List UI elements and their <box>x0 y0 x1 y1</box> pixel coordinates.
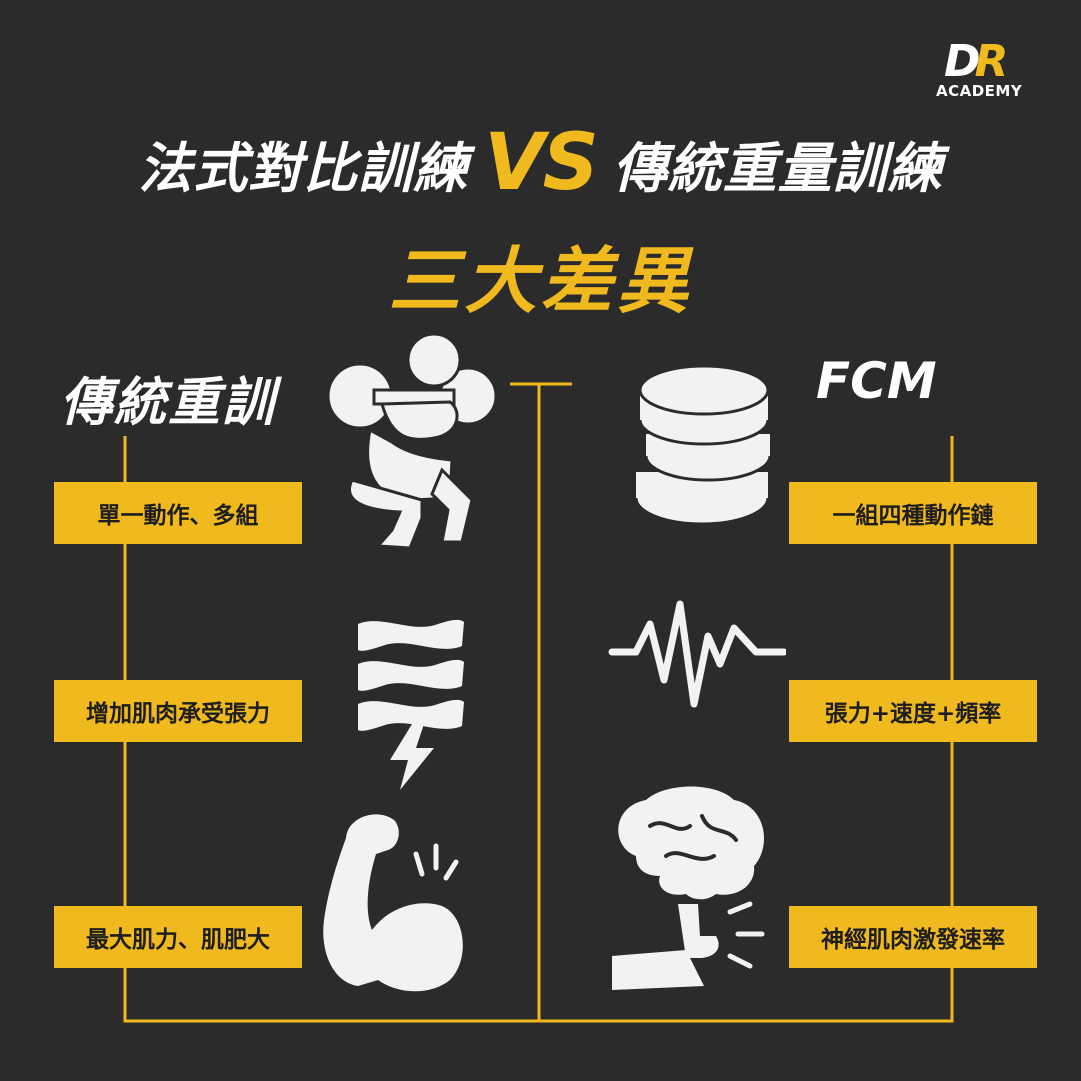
title-vs: VS <box>484 118 599 208</box>
right-item-3: 神經肌肉激發速率 <box>789 906 1037 968</box>
right-column-heading: FCM <box>816 352 937 410</box>
stack-icon <box>634 364 772 526</box>
title-right: 傳統重量訓練 <box>612 136 943 200</box>
title-left: 法式對比訓練 <box>138 136 469 200</box>
left-item-2: 增加肌肉承受張力 <box>54 680 302 742</box>
tension-icon <box>358 619 464 790</box>
logo-mark: DR <box>944 36 1008 87</box>
brand-logo: DR ACADEMY <box>936 36 1046 101</box>
left-column-heading: 傳統重訓 <box>60 373 277 433</box>
left-item-1: 單一動作、多組 <box>54 482 302 544</box>
brain-hand-icon <box>612 786 765 990</box>
logo-subtitle: ACADEMY <box>936 82 1023 100</box>
pulse-icon <box>608 600 786 708</box>
page-subtitle: 三大差異 <box>388 239 693 323</box>
right-item-2: 張力+速度+頻率 <box>789 680 1037 742</box>
left-item-3: 最大肌力、肌肥大 <box>54 906 302 968</box>
right-item-1: 一組四種動作鏈 <box>789 482 1037 544</box>
squat-icon <box>326 332 498 550</box>
page-title: 法式對比訓練 VS 傳統重量訓練 <box>0 118 1081 208</box>
flexed-arm-icon <box>323 814 463 992</box>
